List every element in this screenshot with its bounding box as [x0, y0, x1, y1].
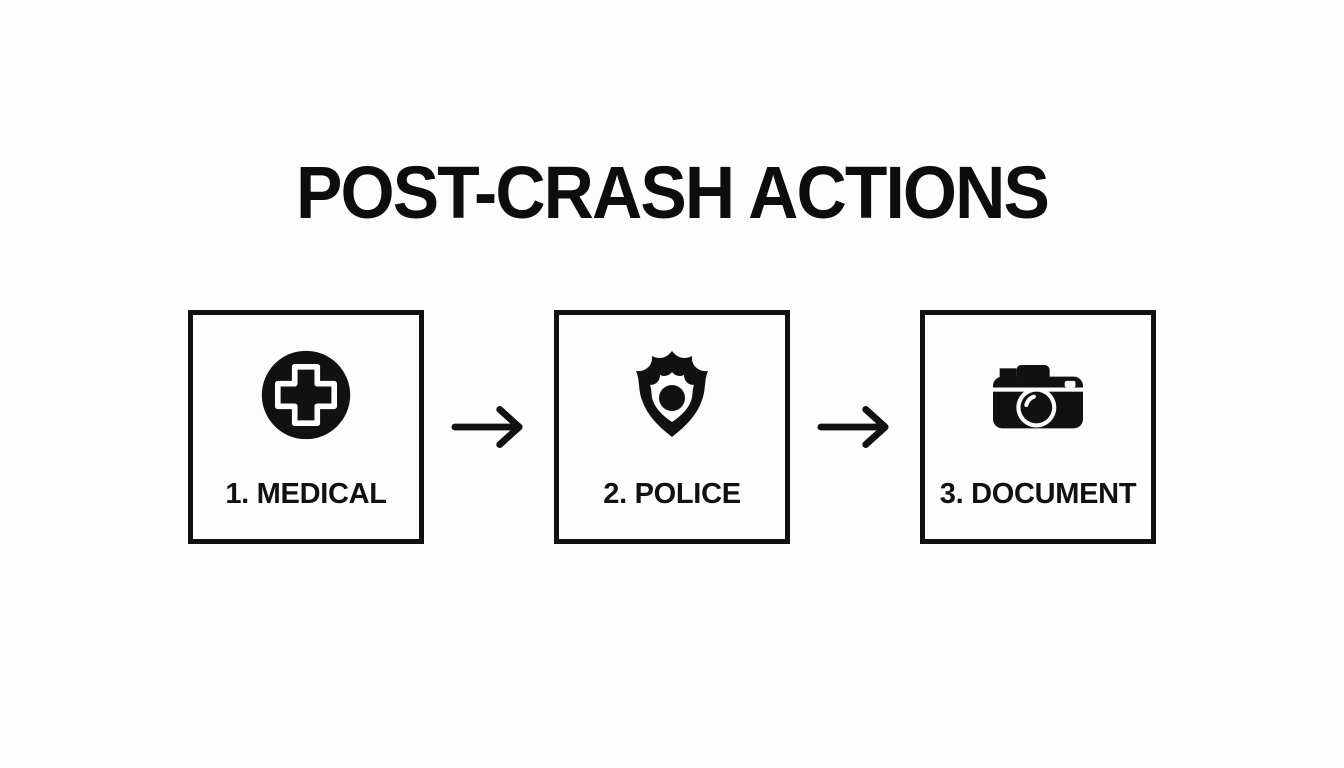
step-label: 2. POLICE	[603, 478, 741, 510]
arrow-right-icon	[790, 401, 920, 453]
step-box-document: 3. DOCUMENT	[920, 310, 1156, 544]
step-label: 3. DOCUMENT	[939, 478, 1137, 510]
page-title: POST-CRASH ACTIONS	[296, 151, 1050, 234]
step-box-police: 2. POLICE	[554, 310, 790, 544]
medical-cross-icon	[259, 345, 353, 445]
step-box-medical: 1. MEDICAL	[188, 310, 424, 544]
police-badge-icon	[622, 345, 722, 445]
step-label: 1. MEDICAL	[225, 478, 387, 510]
camera-icon	[988, 345, 1088, 445]
flow-diagram: 1. MEDICAL 2. POLICE	[0, 310, 1344, 544]
arrow-right-icon	[424, 401, 554, 453]
